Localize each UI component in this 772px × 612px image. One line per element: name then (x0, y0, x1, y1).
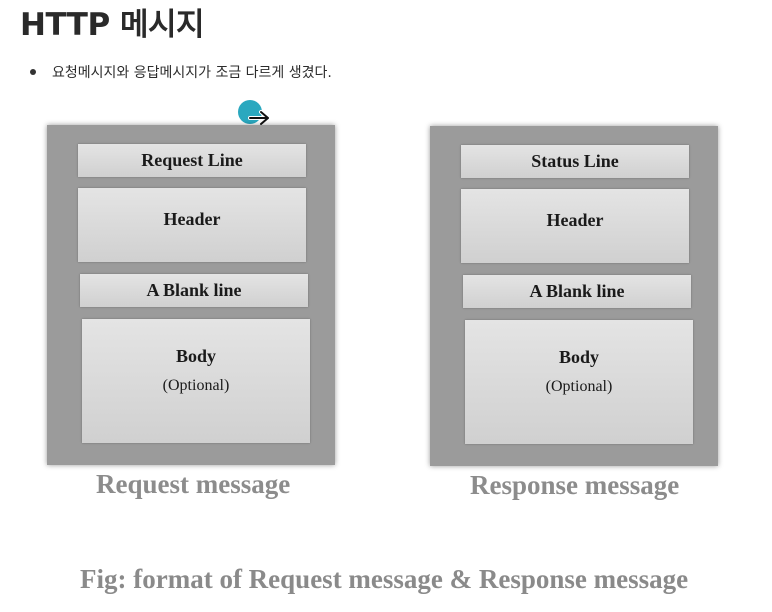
response-body-section: Body (Optional) (465, 320, 693, 444)
response-message-diagram: Status Line Header A Blank line Body (Op… (430, 126, 718, 466)
request-body-label: Body (175, 346, 217, 366)
request-body-section: Body (Optional) (82, 319, 310, 443)
page-title: HTTP 메시지 (20, 7, 205, 43)
request-blank-line-section: A Blank line (80, 274, 308, 307)
request-message-diagram: Request Line Header A Blank line Body (O… (47, 125, 335, 465)
bullet-dot (30, 69, 36, 75)
request-body-optional-label: (Optional) (162, 377, 230, 394)
status-line-section: Status Line (461, 145, 689, 178)
request-message-caption: Request message (96, 469, 291, 499)
request-header-section: Header (78, 188, 306, 262)
request-line-section: Request Line (78, 144, 306, 177)
response-blank-line-section: A Blank line (463, 275, 691, 308)
bullet-text: 요청메시지와 응답메시지가 조금 다르게 생겼다. (52, 65, 332, 81)
response-header-section: Header (461, 189, 689, 263)
arrow-right-icon (248, 110, 270, 126)
response-message-caption: Response message (470, 470, 680, 500)
response-body-optional-label: (Optional) (545, 378, 613, 395)
figure-caption: Fig: format of Request message & Respons… (80, 564, 689, 594)
response-header-label: Header (546, 210, 604, 230)
mouse-cursor (236, 100, 276, 130)
response-body-label: Body (558, 347, 600, 367)
request-header-label: Header (163, 209, 221, 229)
bullet-item: 요청메시지와 응답메시지가 조금 다르게 생겼다. (30, 60, 332, 84)
